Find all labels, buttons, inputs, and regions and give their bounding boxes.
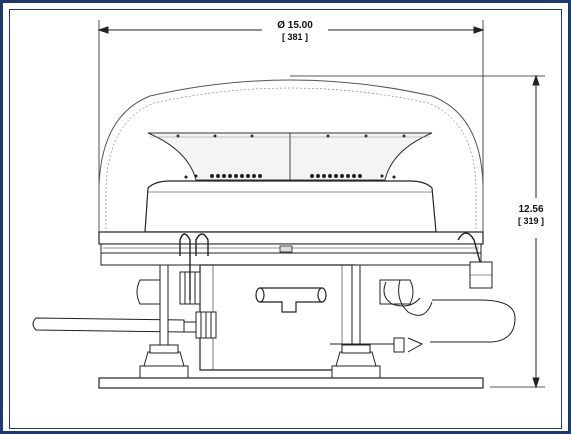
wiring-harness [330, 279, 516, 353]
mounting-body [199, 264, 356, 371]
lens-dome [98, 79, 484, 235]
mounting-nuts [139, 344, 381, 379]
height-dimension-label: 12.56 [518, 204, 543, 215]
drawing-inner-border [9, 9, 562, 429]
width-dimension-label: Ø 15.00 [277, 20, 313, 31]
latch-handles [179, 232, 493, 300]
width-dimension-metric: [ 381 ] [282, 32, 308, 42]
base-flange [98, 231, 484, 266]
reflector [147, 132, 433, 181]
base-plate [98, 377, 484, 389]
reflector-bolts [176, 134, 406, 138]
power-cable [32, 317, 185, 333]
height-dimension-metric: [ 319 ] [518, 216, 544, 226]
housing [144, 180, 437, 233]
height-dimension [290, 74, 545, 389]
led-array [184, 174, 396, 179]
